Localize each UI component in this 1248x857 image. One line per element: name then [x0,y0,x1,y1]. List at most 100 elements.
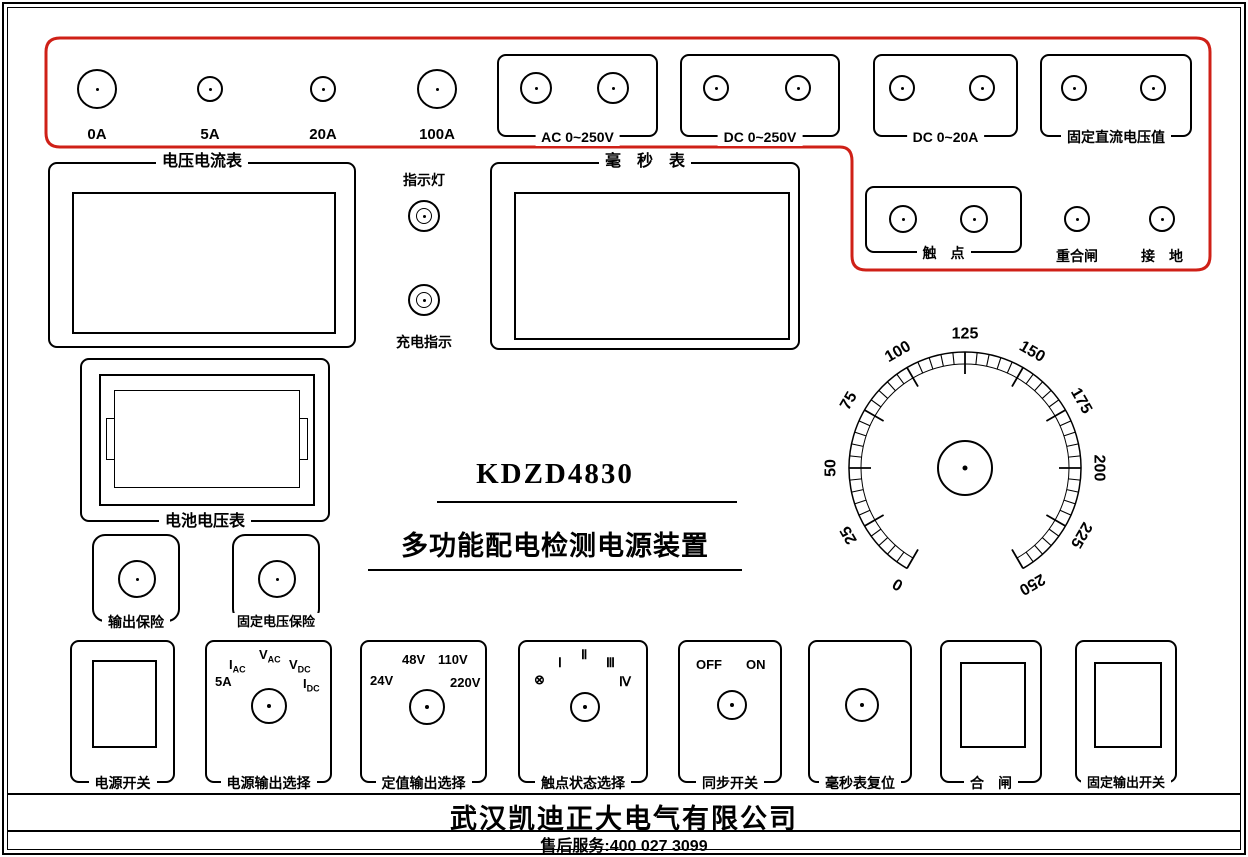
fuse-output: 输出保险 [92,534,180,631]
terminal-post-ac-2[interactable] [597,72,629,104]
fixed-output-switch-rocker[interactable] [1094,662,1162,748]
fuse-fixed-voltage-label: 固定电压保险 [230,613,322,631]
dial-tick [1059,509,1072,516]
output-select-pos-5a: 5A [215,674,232,689]
group-contact: 触 点 [865,186,1022,262]
dial-tick [849,478,862,481]
control-power-switch: 电源开关 [70,640,175,792]
fuse-fixed-voltage-holder[interactable] [258,560,296,598]
output-select-pos-vdc: VDC [289,657,311,675]
control-ms-reset: 毫秒表复位 [808,640,912,792]
device-name-underline [368,569,742,571]
dial-tick [851,443,864,447]
output-select-label: 电源输出选择 [220,774,317,792]
terminal-post-0a[interactable] [77,69,117,109]
company-name: 武汉凯迪正大电气有限公司 [450,804,798,834]
terminal-label-20a: 20A [309,126,337,143]
terminal-post-ac-1[interactable] [520,72,552,104]
dial-tick [952,352,955,365]
terminal-zone-outline [44,36,1212,272]
terminal-label-ground: 接 地 [1141,248,1183,264]
dial-tick [1006,361,1013,374]
pilot-lamp-inner [416,208,432,224]
dial-number: 75 [837,389,861,413]
dial-tick [851,489,864,493]
control-contact-select: Ⅰ Ⅱ Ⅲ ⊗ Ⅳ 触点状态选择 [518,640,648,792]
output-select-knob[interactable] [251,688,287,724]
power-switch-rocker[interactable] [92,660,157,748]
contact-select-knob[interactable] [570,692,600,722]
battery-voltmeter-label: 电池电压表 [158,513,252,531]
group-dc-current: DC 0~20A [873,54,1018,146]
dial-tick [1068,478,1081,481]
terminal-post-contact-2[interactable] [960,205,988,233]
output-select-pos-vac: VAC [259,647,281,665]
control-close-switch: 合 闸 [940,640,1042,792]
close-switch-label: 合 闸 [964,774,1018,792]
dial-tick [1034,544,1044,555]
terminal-post-5a[interactable] [197,76,223,102]
control-value-select: 48V 110V 24V 220V 定值输出选择 [360,640,487,792]
power-switch-label: 电源开关 [88,774,157,792]
terminal-label-reclose: 重合闸 [1056,248,1098,264]
group-contact-label: 触 点 [916,244,971,262]
dial-tick [1066,443,1079,447]
terminal-post-contact-1[interactable] [889,205,917,233]
footer-divider-top [8,793,1240,795]
dial-tick [1025,373,1034,385]
dial-knob[interactable] [937,440,993,496]
battery-voltmeter-tab-right [299,418,308,460]
contact-select-label: 触点状态选择 [535,774,631,792]
terminal-post-20a[interactable] [310,76,336,102]
contact-select-pos-1: Ⅰ [558,655,562,670]
terminal-label-100a: 100A [419,126,455,143]
dial-tick [886,544,896,555]
dial-tick [1041,537,1052,547]
terminal-post-ground[interactable] [1149,206,1175,232]
close-switch-rocker[interactable] [960,662,1026,748]
terminal-post-reclose[interactable] [1064,206,1090,232]
terminal-post-dca-1[interactable] [889,75,915,101]
fixed-output-switch-label: 固定输出开关 [1080,774,1172,792]
fuse-output-label: 输出保险 [102,613,170,631]
terminal-post-dcv-2[interactable] [785,75,811,101]
dial-tick [1034,381,1044,392]
terminal-post-fixed-1[interactable] [1061,75,1087,101]
contact-select-pos-2: Ⅱ [581,647,588,662]
dial-tick [1011,367,1024,388]
dial-arc [860,363,1070,559]
contact-select-pos-off: ⊗ [534,672,545,687]
fuse-fixed-voltage: 固定电压保险 [230,534,322,631]
ms-reset-button[interactable] [845,688,879,722]
dial-tick [849,455,862,458]
fuse-output-holder[interactable] [118,560,156,598]
dial-tick [896,373,905,385]
pilot-lamp-label: 指示灯 [403,172,445,188]
dial-tick [1063,431,1076,437]
sync-switch-on-label: ON [746,657,766,672]
terminal-post-dcv-1[interactable] [703,75,729,101]
dial-tick [986,354,990,367]
dial-tick [864,514,885,527]
dial-tick [996,357,1002,370]
control-output-select: IAC VAC VDC 5A IDC 电源输出选择 [205,640,332,792]
terminal-post-fixed-2[interactable] [1140,75,1166,101]
charge-lamp-inner [416,292,432,308]
group-dc-current-label: DC 0~20A [906,128,985,146]
dial-tick [1048,528,1060,537]
sync-switch-knob[interactable] [717,690,747,720]
dial-tick [1059,420,1072,427]
volt-ammeter-label: 电压电流表 [155,153,249,171]
charge-lamp-label: 充电指示 [396,334,452,350]
battery-voltmeter-screen [114,390,300,488]
dial-tick [917,361,924,374]
millisecond-meter-display: 毫 秒 表 [490,153,800,350]
dial-number: 0 [890,574,906,593]
value-select-knob[interactable] [409,689,445,725]
dial-arc [848,351,1082,570]
terminal-post-100a[interactable] [417,69,457,109]
terminal-post-dca-2[interactable] [969,75,995,101]
volt-ammeter-screen [72,192,336,334]
